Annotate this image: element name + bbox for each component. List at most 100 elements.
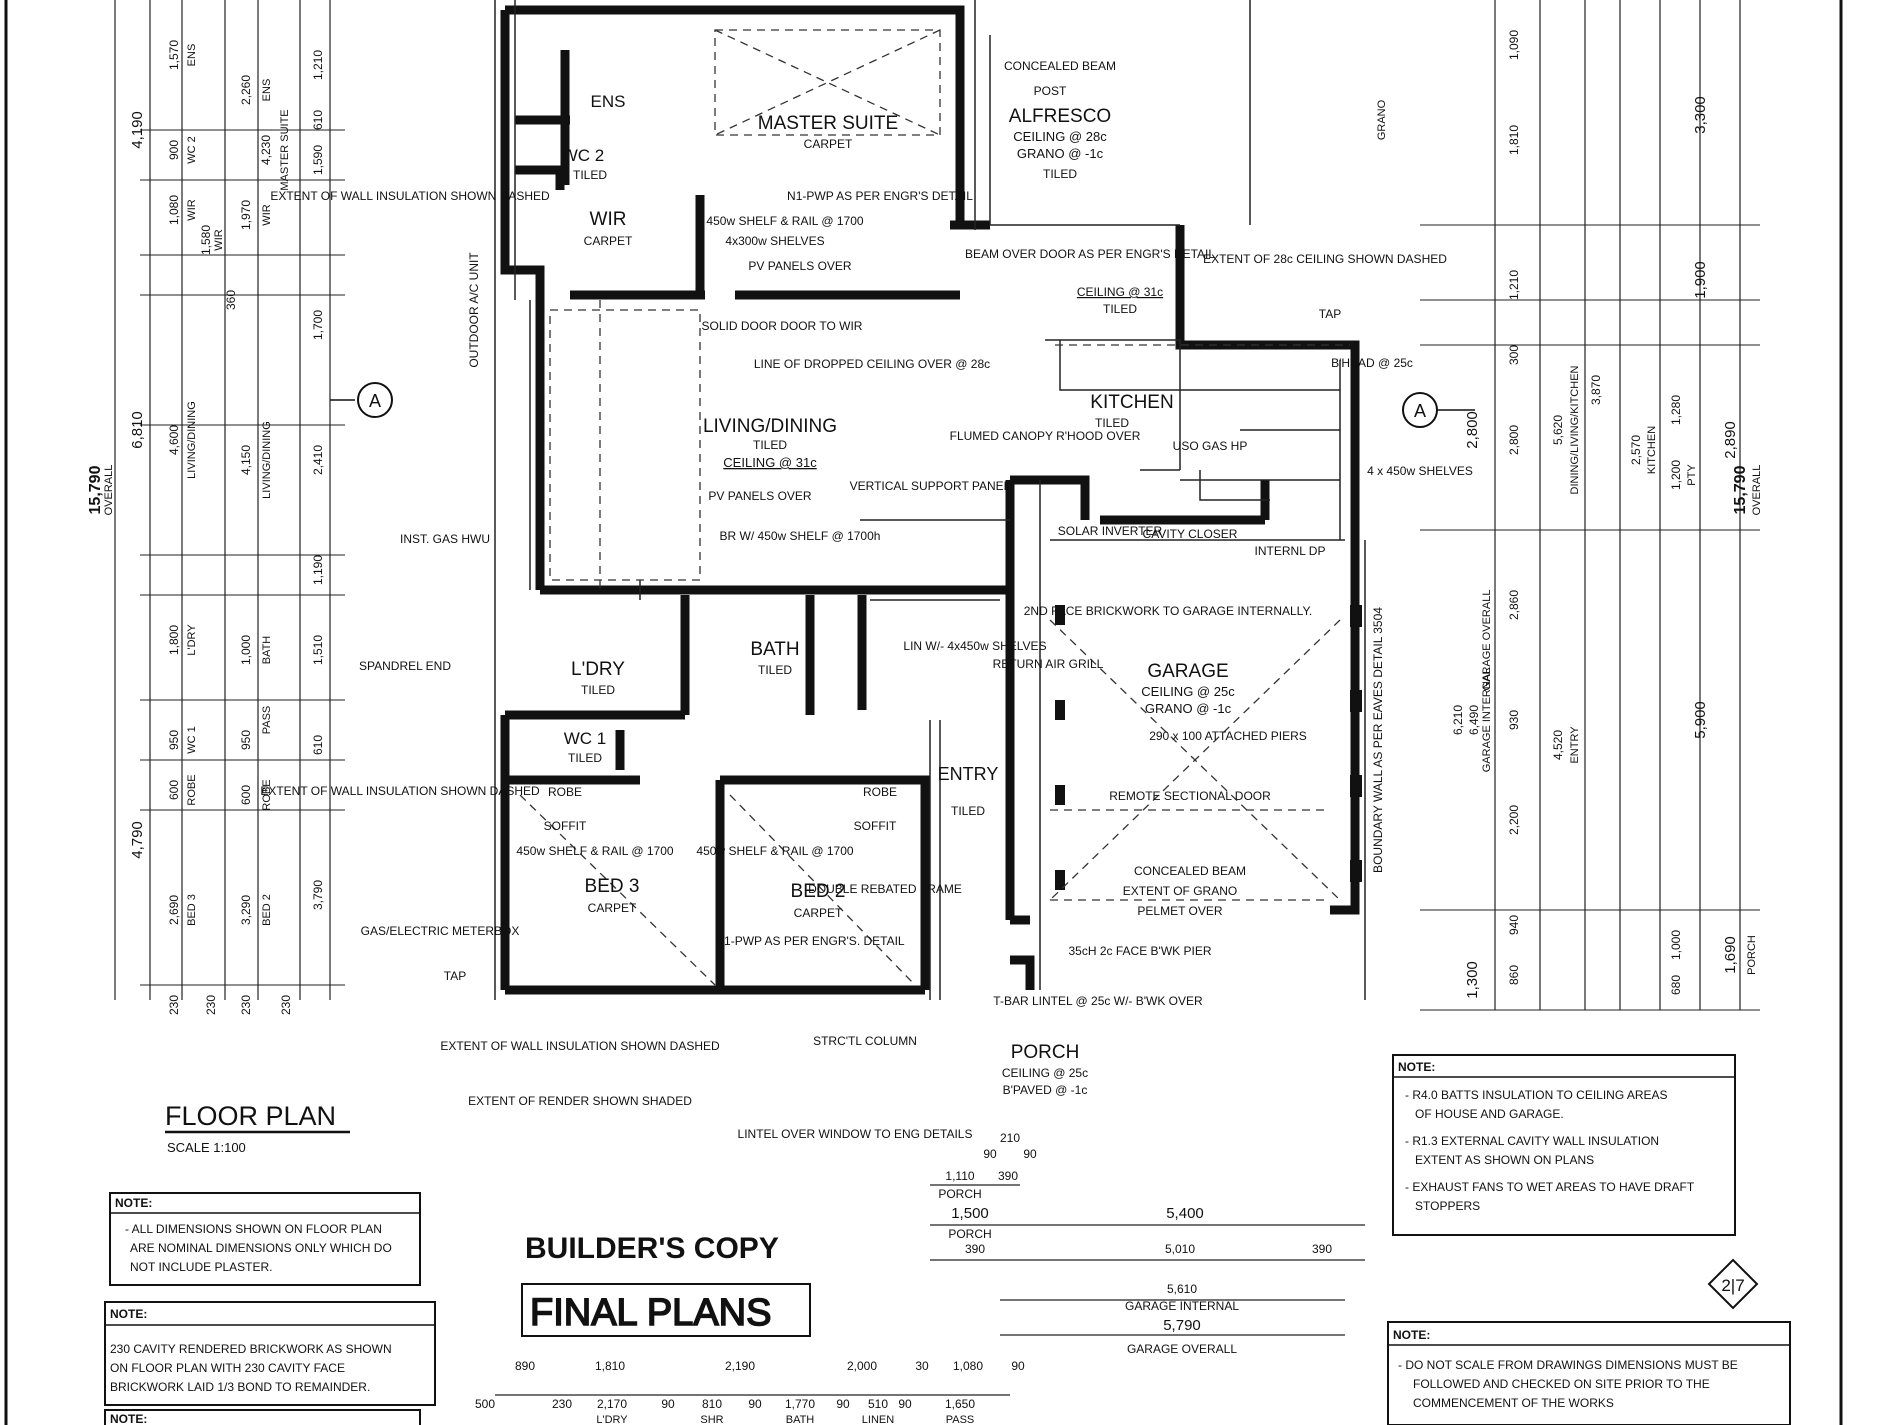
room-entry-sub: TILED [951,804,985,818]
bottom-r5: 5,790 [1163,1317,1201,1334]
extent-wall-bottom: EXTENT OF WALL INSULATION SHOWN DASHED [440,1039,720,1053]
right-dim-d: 5,900 [1692,701,1709,739]
tap-label: TAP [444,969,466,983]
right-dim-g: 1,300 [1464,961,1481,999]
bottom-row2-1: 230 [552,1397,572,1411]
room-alfresco-sub: CEILING @ 28c [1013,129,1107,144]
room-wir-sub: CARPET [584,234,633,248]
left-label3-3: LIVING/DINING [261,421,273,499]
floor-plan-scale: SCALE 1:100 [167,1140,246,1155]
right-col1-3: 300 [1507,345,1521,365]
right-col2-7: 1,200 [1669,460,1683,490]
right-col1-6: 930 [1507,710,1521,730]
room-wc2-name: WC 2 [562,146,605,165]
left-col3-3: 360 [224,290,238,310]
bottom-row-4: 30 [915,1359,929,1373]
right-dim-a: 3,300 [1692,96,1709,134]
note1-head: NOTE: [115,1196,152,1210]
right-col2-6: 1,280 [1669,395,1683,425]
title-block: FLOOR PLAN SCALE 1:100 [165,1101,350,1155]
room-garage-sub: CEILING @ 25c [1141,684,1235,699]
right-overall-label: OVERALL [1751,465,1763,516]
left-col4-6: 1,190 [311,555,325,585]
note3-line4: - EXHAUST FANS TO WET AREAS TO HAVE DRAF… [1405,1180,1695,1194]
concealed-beam-label: CONCEALED BEAM [1004,59,1116,73]
room-alfresco-name: ALFRESCO [1009,106,1111,127]
note2-line1: ON FLOOR PLAN WITH 230 CAVITY FACE [110,1361,345,1375]
right-col1-5: 2,860 [1507,590,1521,620]
note4-line0: - DO NOT SCALE FROM DRAWINGS DIMENSIONS … [1398,1358,1738,1372]
room-laundry-name: L'DRY [571,659,625,680]
vertical-label: VERTICAL SUPPORT PANEL [850,479,1011,493]
bottom-row-5: 1,080 [953,1359,983,1373]
note4-line2: COMMENCEMENT OF THE WORKS [1413,1396,1614,1410]
room-laundry-sub: TILED [581,683,615,697]
right-col1-7: 2,200 [1507,805,1521,835]
right-col2-9: 680 [1669,975,1683,995]
left-label3-2: WIR [261,204,273,225]
bottom-row2-6: 1,770 [785,1397,815,1411]
bottom-r1-1: 390 [998,1169,1018,1183]
left-col3-2: 1,970 [239,200,253,230]
bottom-porch-2: PORCH [948,1227,991,1241]
left-overall-label: OVERALL [103,465,115,516]
note3-line1: OF HOUSE AND GARAGE. [1415,1107,1564,1121]
bottom-row2-3: 90 [661,1397,675,1411]
room-bed3-name: BED 3 [585,876,640,897]
brw-label: BR W/ 450w SHELF @ 1700h [720,529,881,543]
note-box-2: NOTE: 230 CAVITY RENDERED BRICKWORK AS S… [104,1301,436,1406]
bottom-row2-10: 1,650 [945,1397,975,1411]
n1pwp-label: N1-PWP AS PER ENGR'S. DETAIL [715,934,905,948]
room-wc1-name: WC 1 [564,729,607,748]
left-col4-8: 610 [311,735,325,755]
note-box-4: NOTE: - DO NOT SCALE FROM DRAWINGS DIMEN… [1387,1321,1791,1425]
living-ceiling: CEILING @ 31c [723,455,817,470]
left-col3-5: 1,000 [239,635,253,665]
room-bed2-sub: CARPET [794,906,843,920]
right-col2-3: 4,520 [1551,730,1565,760]
note4-line1: FOLLOWED AND CHECKED ON SITE PRIOR TO TH… [1413,1377,1710,1391]
left-label3-5: PASS [261,706,273,735]
bottom-top-0: 210 [1000,1131,1020,1145]
right-label-dining: DINING/LIVING/KITCHEN [1569,365,1581,494]
room-porch-name: PORCH [1011,1042,1080,1063]
note3-head: NOTE: [1398,1060,1435,1074]
lintel-window-label: LINTEL OVER WINDOW TO ENG DETAILS [738,1127,973,1141]
tiled-label: TILED [1103,302,1137,316]
pv-panels-living: PV PANELS OVER [708,489,811,503]
note2-line2: BRICKWORK LAID 1/3 BOND TO REMAINDER. [110,1380,370,1394]
room-bed3-sub: CARPET [588,901,637,915]
annotations: CONCEALED BEAM POST 4x300w SHELVES N1-PW… [260,59,1473,1141]
tbar-label: T-BAR LINTEL @ 25c W/- B'WK OVER [993,994,1203,1008]
robe-bed2: ROBE [863,785,897,799]
note2-head: NOTE: [110,1307,147,1321]
note1-line2: NOT INCLUDE PLASTER. [130,1260,272,1274]
right-col2-1: 6,210 [1451,705,1465,735]
extent28-label: EXTENT OF 28c CEILING SHOWN DASHED [1203,252,1447,266]
flumed-label: FLUMED CANOPY R'HOOD OVER [950,429,1141,443]
left-label2-3: WIR [213,229,225,250]
right-dimensions: 15,790 OVERALL 3,300 1,900 2,800 5,900 2… [1376,0,1763,1011]
left-col3-8: 3,290 [239,895,253,925]
bottom-row2-5: 90 [748,1397,762,1411]
shelves4-label: 4 x 450w SHELVES [1367,464,1473,478]
room-garage-name: GARAGE [1147,661,1228,682]
room-ens-name: ENS [591,92,626,111]
note3-line5: STOPPERS [1415,1199,1480,1213]
left-col3-1: 4,230 [259,135,273,165]
return-air-label: RETURN AIR GRILL [993,657,1104,671]
bottom-row-0: 890 [515,1359,535,1373]
left-label2-7: ROBE [186,774,198,805]
note3-line2: - R1.3 EXTERNAL CAVITY WALL INSULATION [1405,1134,1659,1148]
bottom-row2-9: 90 [898,1397,912,1411]
alfresco-tiled: TILED [1043,167,1077,181]
room-living-name: LIVING/DINING [703,416,837,437]
dropped-ceiling-label: LINE OF DROPPED CEILING OVER @ 28c [754,357,990,371]
shelf-rail-bed2: 450w SHELF & RAIL @ 1700 [696,844,853,858]
room-kitchen-name: KITCHEN [1090,392,1173,413]
left-bottom-0: 230 [167,995,181,1015]
section-a-left-label: A [369,391,381,411]
bottom-row2-0: 500 [475,1397,495,1411]
solid-door-label: SOLID DOOR DOOR TO WIR [702,319,863,333]
